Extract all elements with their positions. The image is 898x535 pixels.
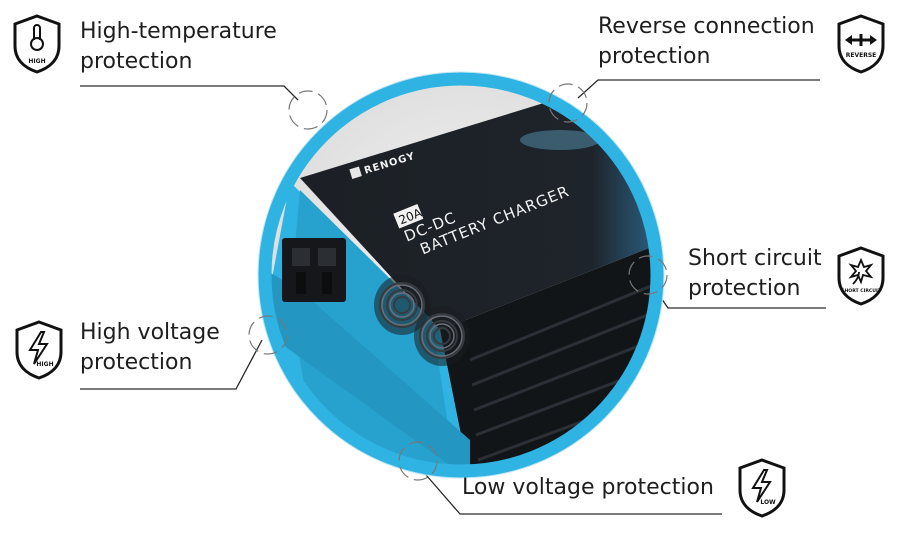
label-short-circuit: Short circuit protection bbox=[688, 244, 822, 304]
label-low-voltage-line1: Low voltage protection bbox=[462, 475, 714, 500]
label-high-temperature: High-temperature protection bbox=[80, 17, 277, 77]
badge-reverse-connection: REVERSE bbox=[837, 14, 885, 74]
label-high-voltage-line1: High voltage bbox=[80, 320, 220, 345]
badge-high-temperature: HIGH bbox=[13, 14, 61, 74]
lightning-icon bbox=[28, 331, 49, 365]
leader-high-voltage bbox=[80, 339, 263, 390]
label-high-temperature-line1: High-temperature bbox=[80, 19, 277, 44]
label-reverse-connection-line1: Reverse connection bbox=[598, 14, 815, 39]
svg-text:HIGH: HIGH bbox=[36, 361, 53, 368]
label-reverse-connection-line2: protection bbox=[598, 44, 711, 69]
label-high-voltage: High voltage protection bbox=[80, 318, 220, 378]
leader-lines bbox=[80, 79, 826, 515]
label-short-circuit-line1: Short circuit bbox=[688, 246, 822, 271]
leader-reverse-connection bbox=[577, 79, 820, 99]
label-short-circuit-line2: protection bbox=[688, 276, 801, 301]
thermometer-icon bbox=[30, 24, 44, 51]
svg-text:REVERSE: REVERSE bbox=[846, 52, 877, 59]
callout-circles bbox=[248, 83, 668, 481]
badge-low-voltage: LOW bbox=[738, 458, 786, 518]
svg-text:SHORT CIRCUIT: SHORT CIRCUIT bbox=[841, 288, 882, 294]
leader-low-voltage bbox=[419, 467, 722, 515]
label-high-temperature-line2: protection bbox=[80, 49, 193, 74]
label-low-voltage: Low voltage protection bbox=[462, 473, 714, 503]
double-arrow-icon bbox=[845, 34, 877, 46]
leader-high-temperature bbox=[80, 85, 299, 101]
badge-short-circuit: SHORT CIRCUIT bbox=[837, 246, 885, 306]
label-reverse-connection: Reverse connection protection bbox=[598, 12, 815, 72]
svg-text:LOW: LOW bbox=[760, 499, 776, 506]
badge-high-voltage: HIGH bbox=[15, 320, 63, 380]
label-high-voltage-line2: protection bbox=[80, 350, 193, 375]
lightning-icon bbox=[751, 469, 772, 503]
spark-icon bbox=[848, 257, 874, 285]
svg-text:HIGH: HIGH bbox=[28, 58, 45, 65]
